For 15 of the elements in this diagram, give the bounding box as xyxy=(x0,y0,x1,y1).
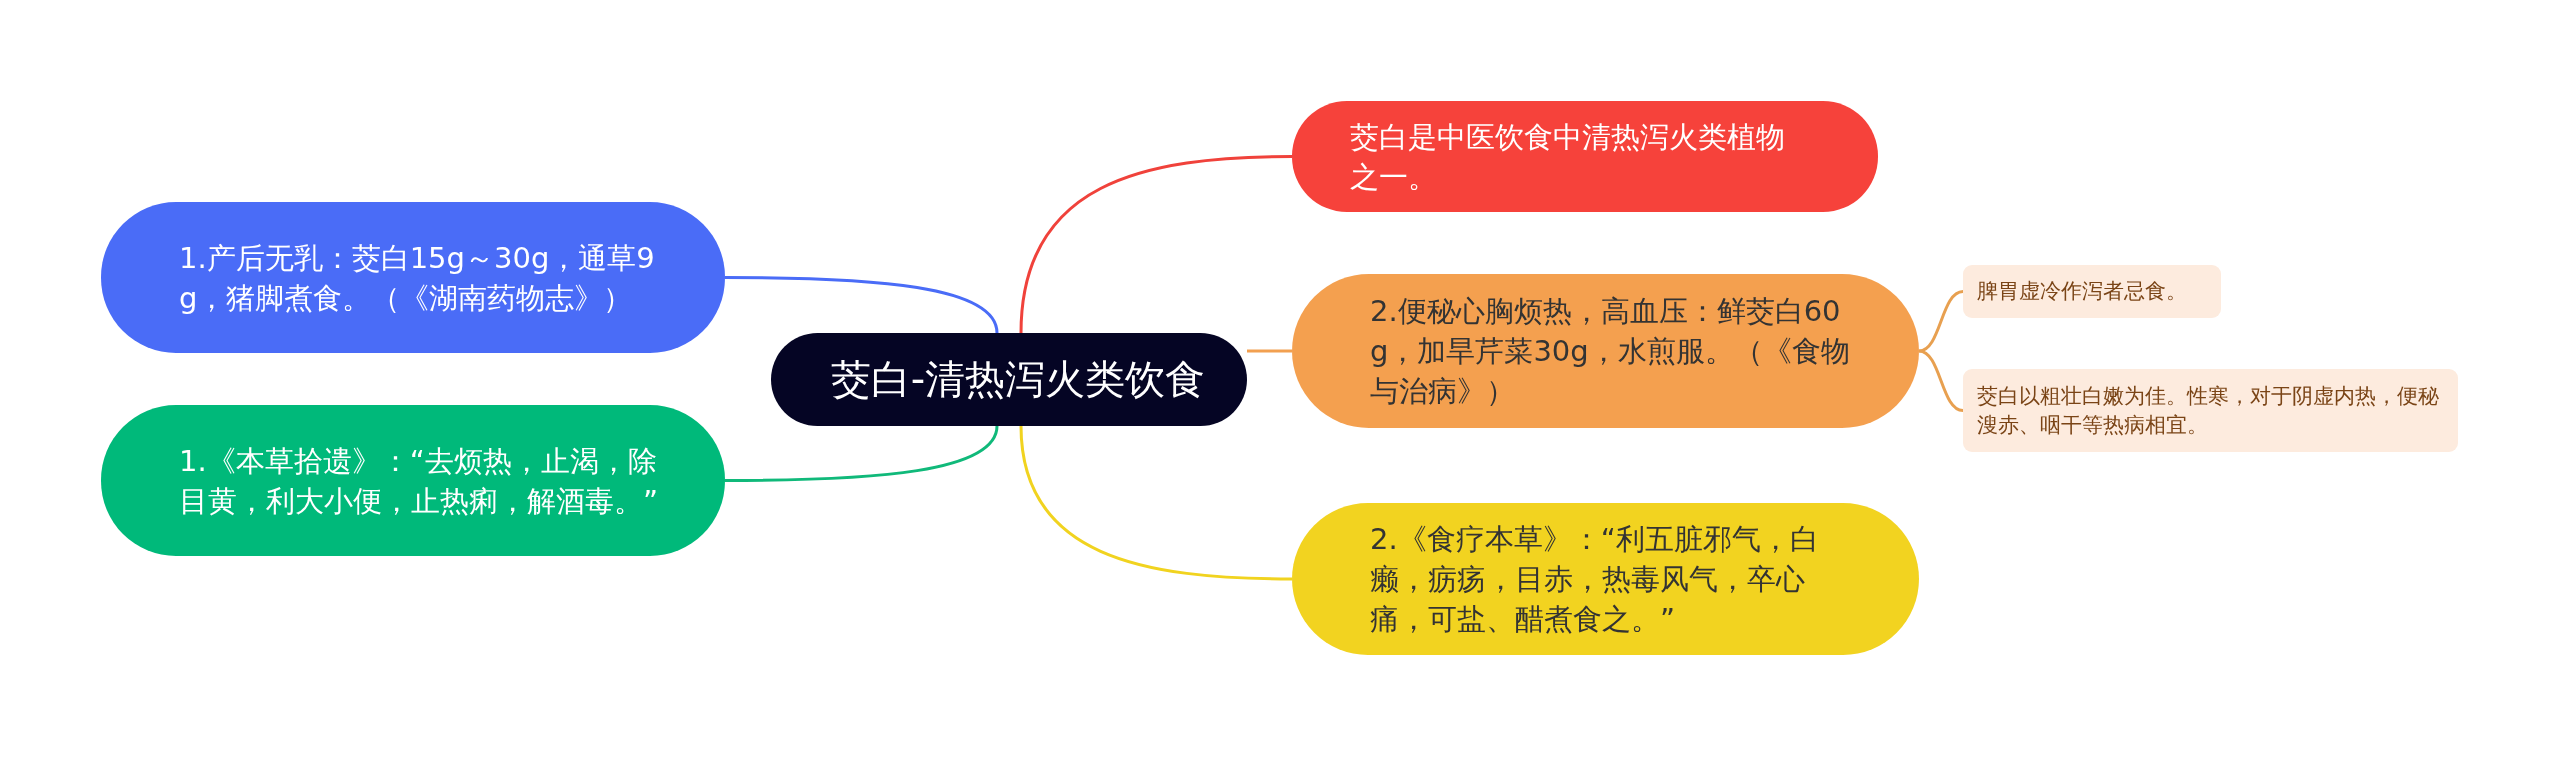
connector-line xyxy=(1918,290,1964,353)
note-box: 茭白以粗壮白嫩为佳。性寒，对于阴虚内热，便秘溲赤、咽干等热病相宜。 xyxy=(1963,369,2458,452)
connector-line xyxy=(725,425,999,482)
connector-line xyxy=(1247,349,1292,353)
note-box: 脾胃虚冷作泻者忌食。 xyxy=(1963,265,2221,318)
topic-pill: 2.便秘心胸烦热，高血压：鲜茭白60g，加旱芹菜30g，水煎服。（《食物与治病》） xyxy=(1292,274,1919,428)
topic-pill: 1.《本草拾遗》：“去烦热，止渴，除目黄，利大小便，止热痢，解酒毒。” xyxy=(101,405,725,556)
connector-line xyxy=(1918,349,1964,412)
connector-line xyxy=(1019,425,1293,581)
topic-pill: 2.《食疗本草》：“利五脏邪气，白癞，疬疡，目赤，热毒风气，卒心痛，可盐、醋煮食之。” xyxy=(1292,503,1919,655)
topic-pill: 茭白是中医饮食中清热泻火类植物之一。 xyxy=(1292,101,1878,212)
topic-pill: 1.产后无乳：茭白15g～30g，通草9g，猪脚煮食。（《湖南药物志》） xyxy=(101,202,725,353)
connector-line xyxy=(1019,155,1293,334)
connector-line xyxy=(725,276,999,334)
central-topic-pill: 茭白-清热泻火类饮食 xyxy=(771,333,1247,426)
